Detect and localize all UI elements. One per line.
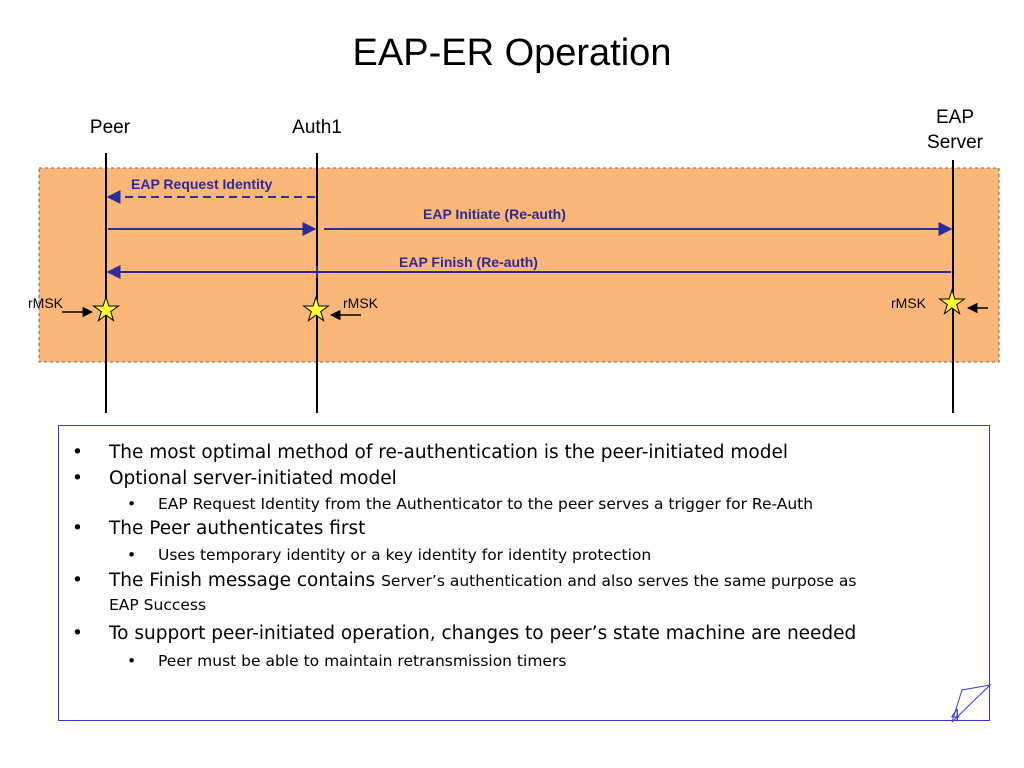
sub-bullet-text: EAP Request Identity from the Authentica… bbox=[158, 495, 814, 513]
key-star-icon-server bbox=[938, 288, 966, 316]
sub-bullet-text: Peer must be able to maintain retransmis… bbox=[158, 652, 567, 670]
message-request-identity-label: EAP Request Identity bbox=[131, 176, 273, 192]
sub-bullet-dot: • bbox=[127, 495, 137, 513]
notes-box: • The most optimal method of re-authenti… bbox=[58, 425, 990, 721]
bullet-dot: • bbox=[72, 518, 83, 539]
rmsk-label-auth1: rMSK bbox=[343, 295, 379, 311]
message-finish-label: EAP Finish (Re-auth) bbox=[399, 254, 538, 270]
message-initiate-label: EAP Initiate (Re-auth) bbox=[423, 206, 566, 222]
phase-box bbox=[38, 167, 1000, 363]
bullet-text-cont: EAP Success bbox=[109, 596, 207, 614]
bullet-dot: • bbox=[72, 442, 83, 463]
sequence-diagram: EAP Request Identity EAP Initiate (Re-au… bbox=[28, 153, 1000, 413]
sub-bullet-dot: • bbox=[127, 652, 137, 670]
actor-eap-server-line2: Server bbox=[927, 132, 983, 153]
rmsk-label-server: rMSK bbox=[891, 295, 927, 311]
sub-bullet-text: Uses temporary identity or a key identit… bbox=[158, 546, 652, 564]
actor-peer-label: Peer bbox=[89, 117, 131, 138]
bullet-server-initiated: • Optional server-initiated model bbox=[72, 468, 397, 489]
rmsk-label-peer: rMSK bbox=[28, 295, 64, 311]
actor-auth1-label: Auth1 bbox=[292, 117, 342, 138]
sub-bullet-temporary-identity: • Uses temporary identity or a key ident… bbox=[127, 546, 652, 564]
bullet-peer-initiated: • The most optimal method of re-authenti… bbox=[72, 442, 788, 463]
page-number: 4 bbox=[951, 707, 960, 724]
key-star-icon-peer bbox=[92, 295, 120, 323]
bullet-peer-authenticates: • The Peer authenticates first bbox=[72, 518, 366, 539]
sub-bullet-request-identity: • EAP Request Identity from the Authenti… bbox=[127, 495, 814, 513]
bullet-dot: • bbox=[72, 468, 83, 489]
bullet-text: To support peer-initiated operation, cha… bbox=[109, 623, 857, 644]
slide-title: EAP-ER Operation bbox=[352, 32, 672, 74]
bullet-text-main: The Finish message contains bbox=[109, 570, 376, 591]
key-star-icon-auth1 bbox=[302, 295, 330, 323]
bullet-text: Optional server-initiated model bbox=[109, 468, 397, 489]
actor-eap-server-line1: EAP bbox=[935, 107, 975, 128]
sub-bullet-retransmission: • Peer must be able to maintain retransm… bbox=[127, 652, 567, 670]
sub-bullet-dot: • bbox=[127, 546, 137, 564]
bullet-finish-message: • The Finish message contains Server’s a… bbox=[72, 570, 969, 591]
bullet-dot: • bbox=[72, 623, 83, 644]
bullet-text-rest: Server’s authentication and also serves … bbox=[381, 572, 857, 590]
actor-eap-server-label: EAP Server bbox=[915, 105, 995, 155]
bullet-text: The Peer authenticates first bbox=[109, 518, 366, 539]
bullet-state-machine: • To support peer-initiated operation, c… bbox=[72, 623, 857, 644]
bullet-text: The most optimal method of re-authentica… bbox=[109, 442, 788, 463]
bullet-dot: • bbox=[72, 570, 83, 591]
bullet-finish-continuation: EAP Success bbox=[109, 596, 206, 614]
